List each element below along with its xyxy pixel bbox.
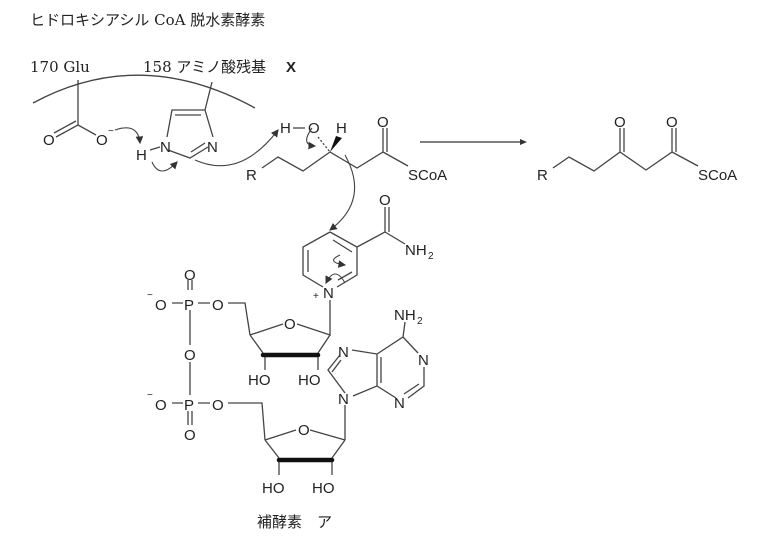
- svg-text:−: −: [108, 126, 114, 137]
- svg-text:N: N: [394, 395, 405, 412]
- svg-text:N: N: [338, 344, 349, 361]
- svg-text:O: O: [284, 316, 296, 333]
- svg-text:O: O: [377, 114, 389, 131]
- svg-text:O: O: [96, 132, 108, 149]
- svg-text:N: N: [338, 391, 349, 408]
- nad-coenzyme: O NH 2 N + − O P O O O − O P O O O HO HO…: [147, 192, 434, 497]
- svg-text:HO: HO: [262, 480, 285, 497]
- svg-text:SCoA: SCoA: [408, 167, 447, 184]
- reaction-arrowhead-icon: [520, 139, 527, 145]
- svg-text:−: −: [147, 290, 153, 301]
- curved-arrow-icon: [333, 254, 347, 268]
- svg-text:NH: NH: [394, 307, 416, 324]
- svg-text:O: O: [155, 397, 167, 414]
- residue-x-letter: X: [286, 59, 296, 76]
- ketoacyl-coa-product: R O O SCoA: [537, 114, 737, 184]
- svg-text:O: O: [184, 267, 196, 284]
- enzyme-backbone: [32, 74, 256, 109]
- svg-text:HO: HO: [298, 372, 321, 389]
- svg-text:−: −: [147, 390, 153, 401]
- svg-text:R: R: [246, 167, 257, 184]
- imidazole-ring: N N H: [136, 81, 218, 164]
- svg-text:N: N: [323, 285, 334, 302]
- curved-arrow-icon: [325, 273, 346, 284]
- glu-label: 170 Glu: [30, 58, 90, 76]
- svg-text:O: O: [298, 422, 310, 439]
- svg-text:H: H: [280, 120, 291, 137]
- svg-text:O: O: [614, 114, 626, 131]
- svg-text:O: O: [212, 297, 224, 314]
- svg-text:2: 2: [417, 316, 423, 327]
- hydride-arrow-icon: [329, 154, 356, 231]
- svg-text:SCoA: SCoA: [698, 167, 737, 184]
- svg-text:+: +: [313, 291, 319, 302]
- coenzyme-caption: 補酵素 ア: [257, 513, 332, 531]
- svg-text:H: H: [136, 147, 147, 164]
- glu-carboxylate: O O −: [43, 80, 114, 149]
- svg-text:O: O: [666, 114, 678, 131]
- curved-arrow-icon: [194, 129, 279, 167]
- curved-arrow-icon: [114, 127, 144, 145]
- diagram-title: ヒドロキシアシル CoA 脱水素酵素: [30, 11, 265, 29]
- svg-text:N: N: [418, 352, 429, 369]
- svg-text:NH: NH: [405, 242, 427, 259]
- svg-text:HO: HO: [312, 480, 335, 497]
- curved-arrow-icon: [151, 161, 178, 172]
- hydroxyacyl-coa-substrate: H O H R O SCoA: [246, 114, 447, 184]
- residue-x-label: 158 アミノ酸残基: [143, 58, 266, 76]
- svg-text:2: 2: [428, 251, 434, 262]
- svg-text:N: N: [160, 139, 171, 156]
- svg-text:R: R: [537, 167, 548, 184]
- svg-text:O: O: [43, 132, 55, 149]
- curved-arrow-icon: [306, 127, 317, 150]
- svg-text:O: O: [379, 192, 391, 209]
- svg-text:O: O: [212, 397, 224, 414]
- svg-text:O: O: [184, 347, 196, 364]
- svg-text:N: N: [207, 139, 218, 156]
- svg-text:O: O: [155, 297, 167, 314]
- svg-text:HO: HO: [248, 372, 271, 389]
- svg-text:P: P: [184, 397, 194, 414]
- svg-text:O: O: [308, 120, 320, 137]
- svg-text:O: O: [184, 427, 196, 444]
- svg-text:H: H: [336, 120, 347, 137]
- svg-text:P: P: [184, 297, 194, 314]
